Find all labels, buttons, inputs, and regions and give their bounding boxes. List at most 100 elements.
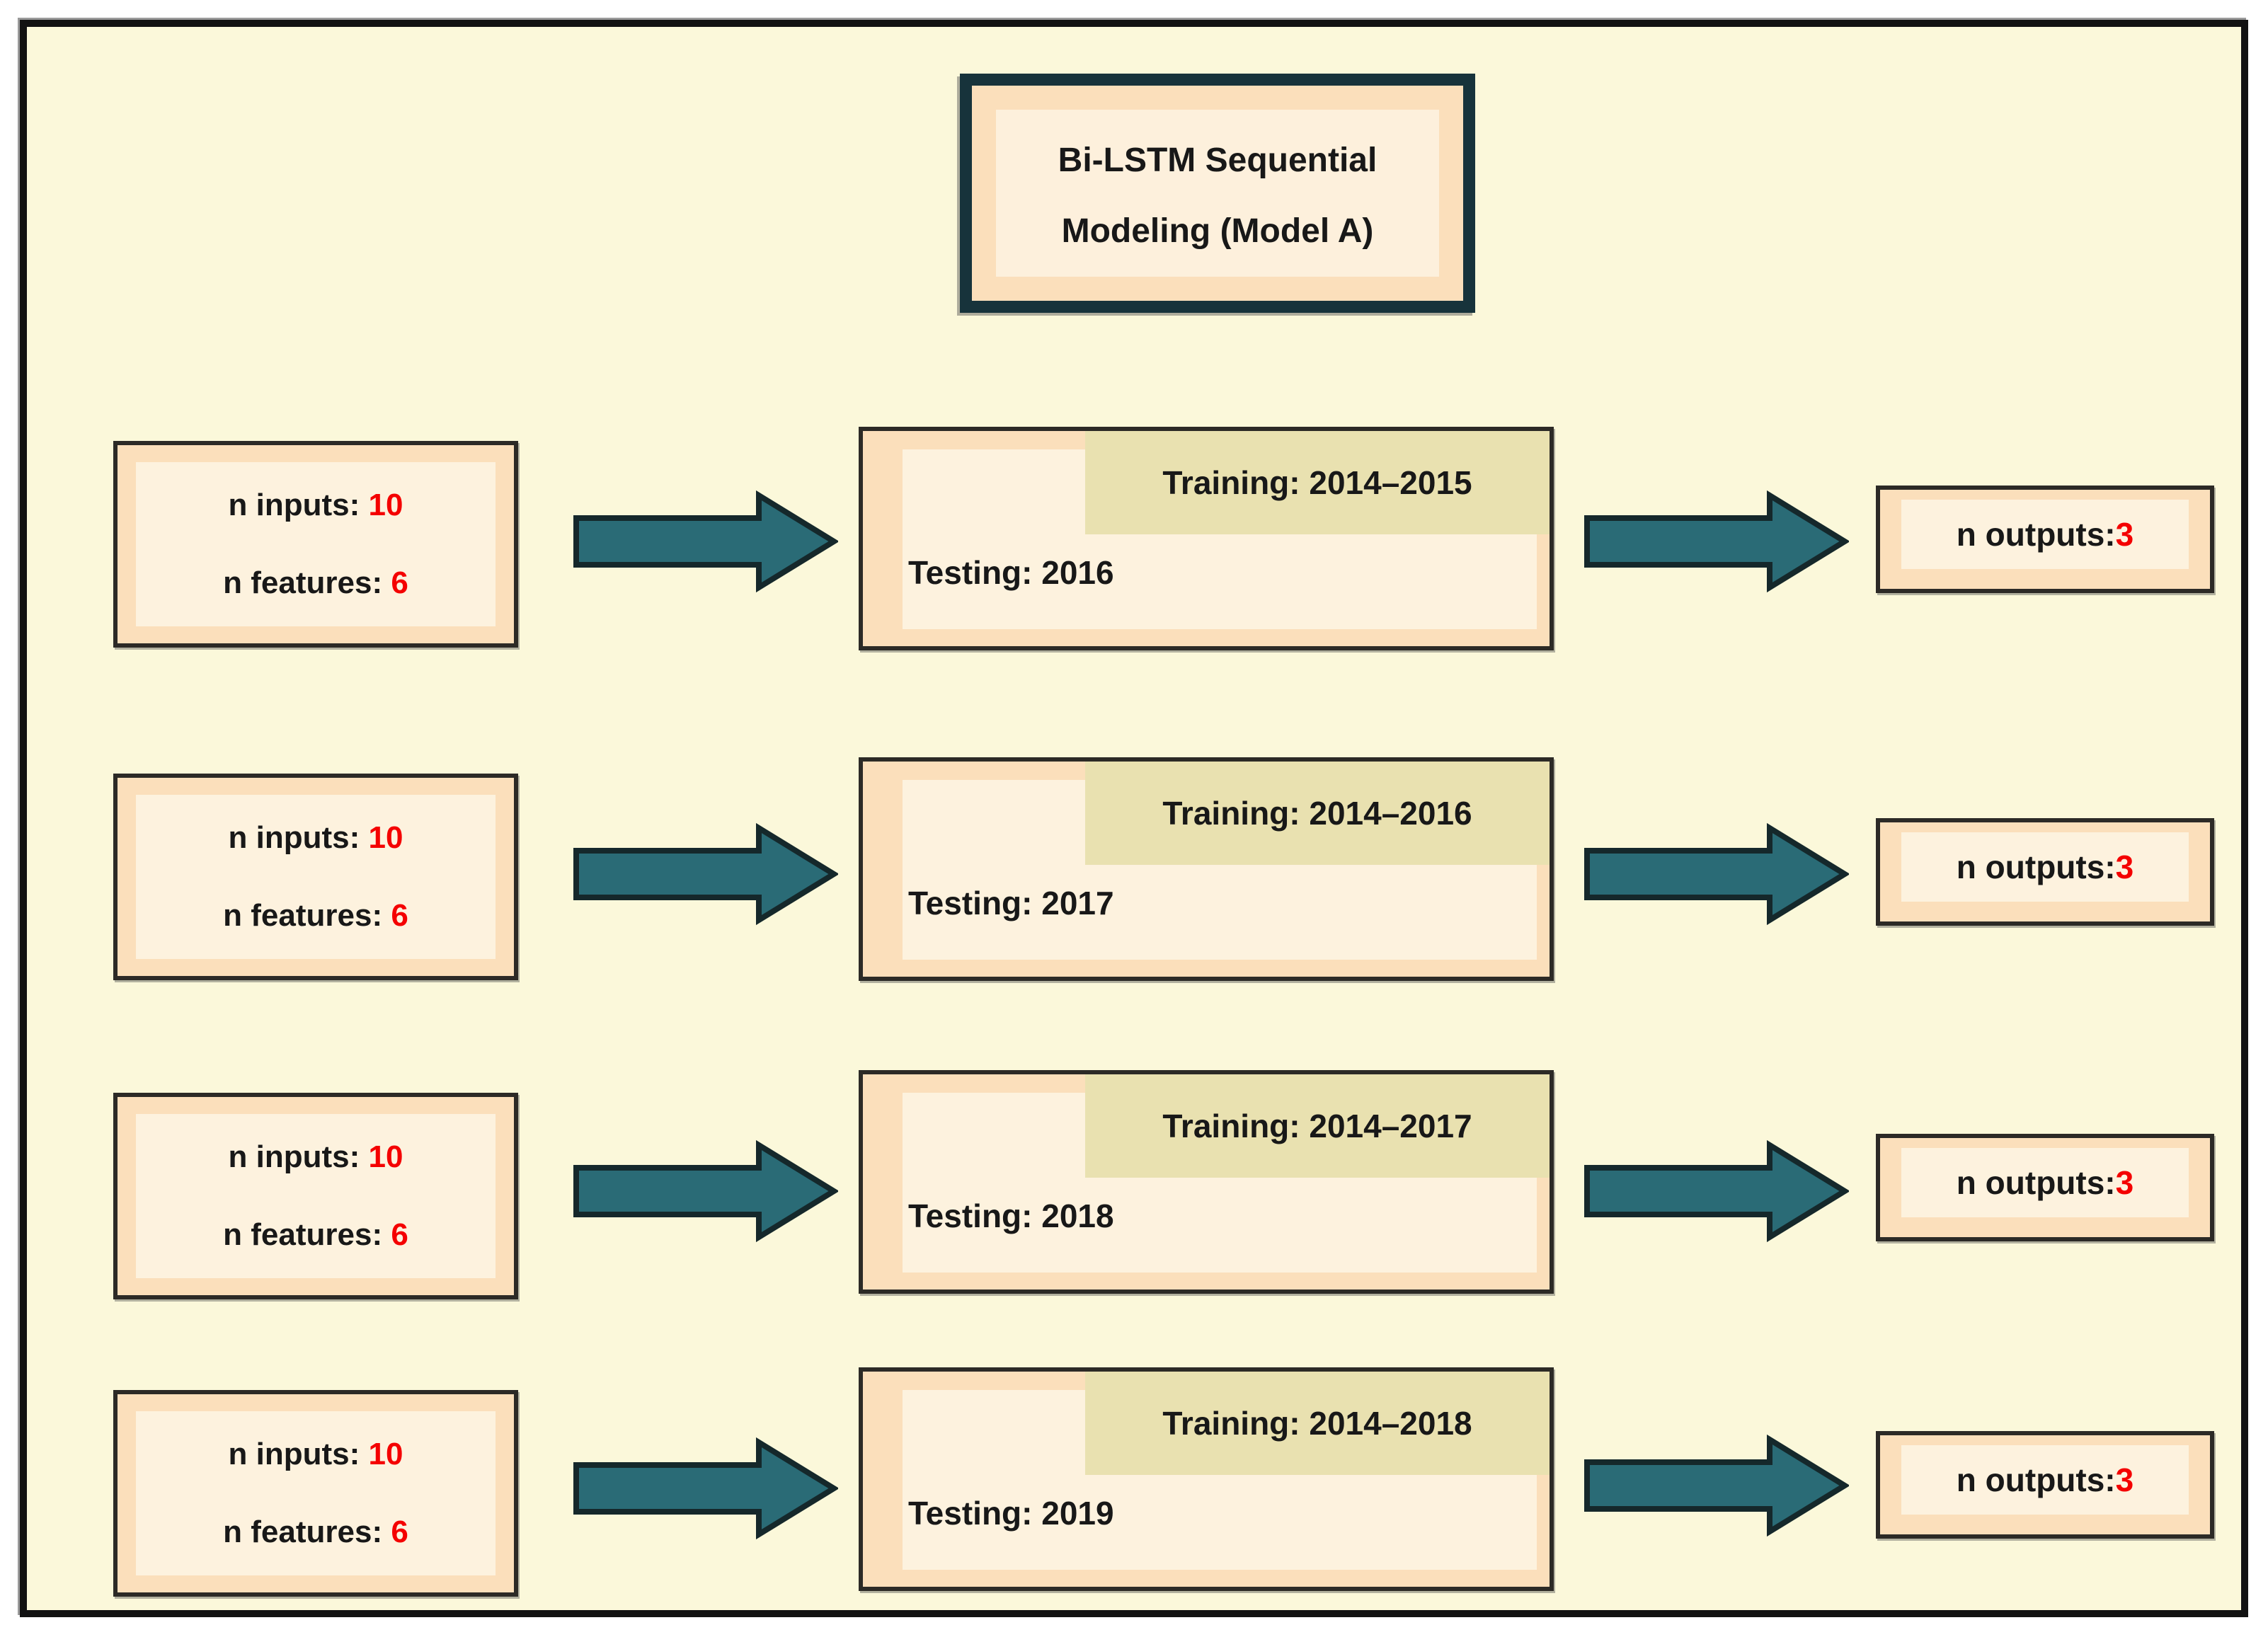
testing-label: Testing: bbox=[908, 1197, 1042, 1234]
inputs-line: n inputs: 10 bbox=[229, 820, 403, 856]
outputs-line: n outputs:3 bbox=[1957, 848, 2134, 886]
output-box: n outputs:3 bbox=[1876, 1134, 2214, 1241]
output-box-inner: n outputs:3 bbox=[1901, 1445, 2189, 1515]
training-band bbox=[1085, 762, 1550, 865]
testing-value: 2018 bbox=[1041, 1197, 1114, 1234]
training-line: Training: 2014–2015 bbox=[1085, 431, 1550, 534]
training-label: Training: bbox=[1162, 464, 1310, 501]
testing-line: Testing: 2016 bbox=[908, 539, 1114, 607]
outputs-line: n outputs:3 bbox=[1957, 515, 2134, 553]
outputs-label: n outputs: bbox=[1956, 1164, 2116, 1201]
flow-row-4: n inputs: 10 n features: 6 Training: 201… bbox=[27, 27, 2241, 1610]
outputs-label: n outputs: bbox=[1956, 1461, 2116, 1498]
training-testing-box: Training: 2014–2015 Testing: 2016 bbox=[859, 427, 1554, 650]
title-line-1: Bi-LSTM Sequential bbox=[1058, 142, 1378, 179]
training-value: 2014–2015 bbox=[1309, 464, 1472, 501]
features-value: 6 bbox=[391, 565, 408, 600]
input-box-inner: n inputs: 10 n features: 6 bbox=[136, 1114, 496, 1278]
flow-row-1: n inputs: 10 n features: 6 Training: 201… bbox=[27, 27, 2241, 1610]
training-testing-box: Training: 2014–2018 Testing: 2019 bbox=[859, 1367, 1554, 1591]
flow-arrow-icon bbox=[1583, 488, 1849, 595]
training-label: Training: bbox=[1162, 1108, 1310, 1144]
flow-arrow-icon bbox=[572, 488, 838, 595]
testing-line: Testing: 2017 bbox=[908, 869, 1114, 937]
input-box: n inputs: 10 n features: 6 bbox=[113, 1390, 518, 1597]
training-testing-box: Training: 2014–2016 Testing: 2017 bbox=[859, 757, 1554, 981]
page-title: Bi-LSTM Sequential Modeling (Model A) bbox=[996, 125, 1439, 267]
title-line-2: Modeling (Model A) bbox=[1061, 212, 1374, 250]
input-box-inner: n inputs: 10 n features: 6 bbox=[136, 462, 496, 626]
output-box: n outputs:3 bbox=[1876, 1431, 2214, 1539]
inputs-label: n inputs: bbox=[228, 1139, 369, 1174]
inputs-value: 10 bbox=[368, 488, 403, 522]
testing-label: Testing: bbox=[908, 554, 1042, 591]
testing-label: Testing: bbox=[908, 1495, 1042, 1532]
output-box: n outputs:3 bbox=[1876, 486, 2214, 593]
output-box: n outputs:3 bbox=[1876, 818, 2214, 926]
testing-value: 2016 bbox=[1041, 554, 1114, 591]
outputs-label: n outputs: bbox=[1956, 516, 2116, 553]
output-box-inner: n outputs:3 bbox=[1901, 1148, 2189, 1217]
training-band bbox=[1085, 1074, 1550, 1178]
training-line: Training: 2014–2016 bbox=[1085, 762, 1550, 865]
input-box: n inputs: 10 n features: 6 bbox=[113, 441, 518, 648]
training-value: 2014–2016 bbox=[1309, 795, 1472, 832]
features-value: 6 bbox=[391, 898, 408, 933]
flow-arrow-icon bbox=[1583, 1432, 1849, 1539]
testing-value: 2019 bbox=[1041, 1495, 1114, 1532]
title-box: Bi-LSTM Sequential Modeling (Model A) bbox=[960, 74, 1475, 313]
testing-value: 2017 bbox=[1041, 885, 1114, 921]
flow-row-3: n inputs: 10 n features: 6 Training: 201… bbox=[27, 27, 2241, 1610]
testing-line: Testing: 2019 bbox=[908, 1479, 1114, 1547]
flow-arrow-icon bbox=[572, 821, 838, 927]
features-label: n features: bbox=[223, 1217, 391, 1252]
features-line: n features: 6 bbox=[223, 1515, 408, 1550]
features-value: 6 bbox=[391, 1515, 408, 1549]
training-band bbox=[1085, 1372, 1550, 1475]
inputs-line: n inputs: 10 bbox=[229, 1437, 403, 1472]
diagram-frame: Bi-LSTM Sequential Modeling (Model A) n … bbox=[20, 20, 2248, 1617]
output-box-inner: n outputs:3 bbox=[1901, 832, 2189, 902]
inputs-label: n inputs: bbox=[228, 1437, 369, 1471]
inputs-line: n inputs: 10 bbox=[229, 488, 403, 523]
training-label: Training: bbox=[1162, 795, 1310, 832]
features-label: n features: bbox=[223, 1515, 391, 1549]
output-box-inner: n outputs:3 bbox=[1901, 500, 2189, 569]
features-label: n features: bbox=[223, 898, 391, 933]
outputs-label: n outputs: bbox=[1956, 849, 2116, 885]
inputs-value: 10 bbox=[368, 820, 403, 855]
outputs-value: 3 bbox=[2115, 1164, 2134, 1201]
flow-arrow-icon bbox=[572, 1138, 838, 1244]
flow-arrow-icon bbox=[572, 1435, 838, 1541]
features-line: n features: 6 bbox=[223, 1217, 408, 1253]
input-box: n inputs: 10 n features: 6 bbox=[113, 1093, 518, 1299]
outputs-value: 3 bbox=[2115, 849, 2134, 885]
testing-label: Testing: bbox=[908, 885, 1042, 921]
inputs-label: n inputs: bbox=[228, 820, 369, 855]
training-band bbox=[1085, 431, 1550, 534]
outputs-line: n outputs:3 bbox=[1957, 1461, 2134, 1499]
title-box-inner: Bi-LSTM Sequential Modeling (Model A) bbox=[996, 110, 1439, 277]
inputs-label: n inputs: bbox=[228, 488, 369, 522]
flow-row-2: n inputs: 10 n features: 6 Training: 201… bbox=[27, 27, 2241, 1610]
inputs-line: n inputs: 10 bbox=[229, 1139, 403, 1175]
training-line: Training: 2014–2018 bbox=[1085, 1372, 1550, 1475]
flow-arrow-icon bbox=[1583, 821, 1849, 927]
outputs-value: 3 bbox=[2115, 516, 2134, 553]
features-value: 6 bbox=[391, 1217, 408, 1252]
flow-arrow-icon bbox=[1583, 1138, 1849, 1244]
input-box-inner: n inputs: 10 n features: 6 bbox=[136, 795, 496, 959]
features-label: n features: bbox=[223, 565, 391, 600]
training-testing-box: Training: 2014–2017 Testing: 2018 bbox=[859, 1070, 1554, 1294]
training-label: Training: bbox=[1162, 1405, 1310, 1442]
training-value: 2014–2017 bbox=[1309, 1108, 1472, 1144]
training-value: 2014–2018 bbox=[1309, 1405, 1472, 1442]
input-box: n inputs: 10 n features: 6 bbox=[113, 774, 518, 980]
input-box-inner: n inputs: 10 n features: 6 bbox=[136, 1411, 496, 1575]
outputs-value: 3 bbox=[2115, 1461, 2134, 1498]
training-line: Training: 2014–2017 bbox=[1085, 1074, 1550, 1178]
features-line: n features: 6 bbox=[223, 898, 408, 934]
testing-line: Testing: 2018 bbox=[908, 1182, 1114, 1250]
outputs-line: n outputs:3 bbox=[1957, 1164, 2134, 1202]
